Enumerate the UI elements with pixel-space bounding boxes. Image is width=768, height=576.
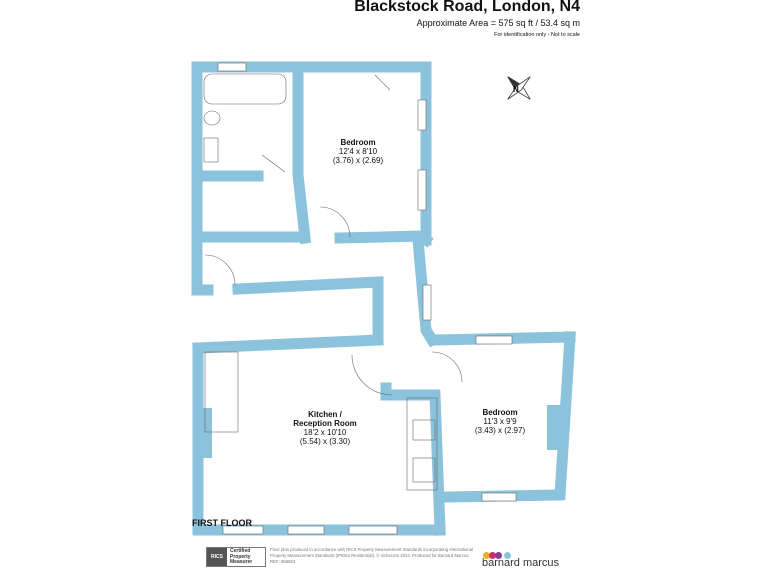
hob [412, 457, 436, 483]
counter [204, 351, 239, 433]
walls [191, 61, 576, 536]
windows [217, 62, 517, 535]
rics-badge-line: Measurer [230, 559, 253, 565]
room-name-2: Reception Room [293, 419, 357, 428]
sink [412, 419, 436, 441]
worktop [406, 397, 438, 491]
brand-logo-icon [483, 546, 511, 564]
room-imperial: 18'2 x 10'10 [303, 428, 347, 437]
wall-chimney2 [547, 405, 561, 450]
wall-landing [232, 276, 384, 344]
wall-kitchen-right [380, 382, 446, 536]
door-swing [204, 74, 463, 396]
toilet [203, 110, 221, 126]
compass-label: N [513, 85, 519, 94]
room-name: Bedroom [340, 138, 376, 147]
wall-chimney [198, 408, 212, 458]
wall-corridor-right [412, 234, 440, 348]
bathtub [203, 73, 287, 105]
scale-note: For identification only - Not to scale [494, 32, 580, 38]
rics-logo: RICS [207, 548, 227, 566]
approximate-area: Approximate Area = 575 sq ft / 53.4 sq m [416, 18, 580, 28]
room-metric: (3.76) x (2.69) [332, 156, 384, 165]
wall-bath-divider [292, 66, 312, 245]
room-name: Kitchen / [308, 410, 342, 419]
rics-badge: RICS Certified Property Measurer [206, 547, 266, 567]
basin [203, 137, 219, 163]
brand-name: barnard marcus [482, 557, 560, 569]
rics-badge-line: Certified [230, 548, 251, 554]
wall-kitchen [192, 334, 384, 354]
room-imperial: 11'3 x 9'9 [483, 417, 517, 426]
rics-badge-line: Property [230, 553, 251, 560]
room-metric: (5.54) x (3.30) [299, 437, 351, 446]
fixtures [203, 73, 463, 491]
wall-left-top [191, 61, 214, 296]
room-imperial: 12'4 x 8'10 [338, 147, 378, 156]
room-kitchen-reception: Kitchen / Reception Room 18'2 x 10'10 (5… [270, 410, 380, 446]
room-metric: (3.43) x (2.97) [474, 426, 526, 435]
page-title: Blackstock Road, London, N4 [354, 0, 580, 15]
room-bedroom-1: Bedroom 12'4 x 8'10 (3.76) x (2.69) [318, 138, 398, 165]
floor-label: FIRST FLOOR [192, 518, 252, 528]
room-name: Bedroom [482, 408, 518, 417]
room-bedroom-2: Bedroom 11'3 x 9'9 (3.43) x (2.97) [460, 408, 540, 435]
compass-icon [507, 76, 531, 100]
disclaimer: Floor plan produced in accordance with R… [270, 547, 474, 564]
